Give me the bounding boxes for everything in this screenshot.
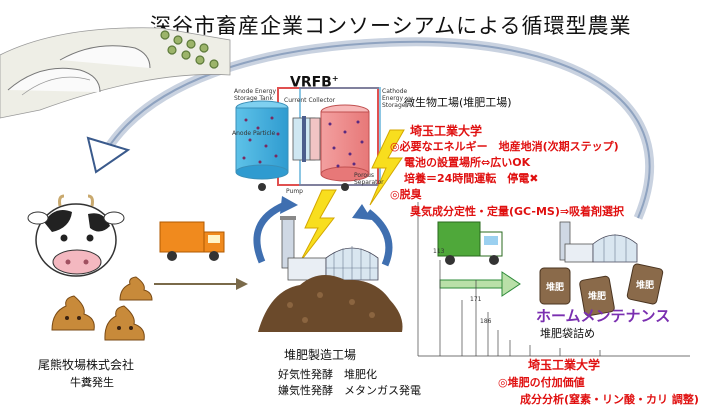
anode-particle-label: Anode Particle	[232, 130, 276, 137]
compost-plant-line-2: 嫌気性発酵 メタンガス発電	[278, 384, 421, 397]
cycle-arrow-right-icon	[365, 209, 393, 267]
lightning-bolt-icon	[299, 189, 337, 263]
bagging-factory-illustration	[559, 221, 638, 263]
saitama-top-line-4: ◎脱臭	[390, 188, 422, 201]
separator-label: Porous Separator	[354, 172, 384, 186]
compost-factory-illustration	[280, 216, 379, 281]
ms-peak-label-3: 186	[480, 318, 492, 325]
circulation-arc	[86, 37, 655, 220]
orange-truck-icon	[159, 221, 225, 261]
green-flow-arrow-icon	[439, 279, 505, 289]
farm-sub-label: 牛糞発生	[70, 376, 114, 389]
cathode-tank-label: Cathode Energy Storage	[382, 88, 408, 109]
farm-field-sketch	[0, 27, 231, 119]
saitama-university-top-label: 埼玉工業大学	[410, 124, 483, 138]
compost-bagging-label: 堆肥袋詰め	[540, 327, 595, 340]
microbe-factory-label: 微生物工場(堆肥工場)	[404, 96, 512, 109]
saitama-bottom-line-1: ◎堆肥の付加価値	[498, 376, 585, 389]
compost-plant-line-1: 好気性発酵 堆肥化	[278, 368, 377, 381]
saitama-university-bottom-label: 埼玉工業大学	[528, 358, 601, 372]
compost-pile-illustration	[258, 275, 403, 332]
saitama-bottom-line-2: 成分分析(窒素・リン酸・カリ 調整)	[520, 393, 699, 406]
home-maintenance-label: ホームメンテナンス	[536, 307, 671, 325]
vrfb-diagram	[235, 87, 381, 191]
current-collector-label: Current Collector	[284, 97, 336, 104]
vrfb-superscript: +	[331, 74, 339, 83]
green-truck-icon	[437, 221, 503, 265]
page-title: 深谷市畜産企業コンソーシアムによる循環型農業	[150, 14, 632, 38]
cow-dung-icon	[51, 276, 153, 341]
gcms-spectrum-chart	[417, 202, 690, 357]
pump-label: Pump	[286, 188, 303, 195]
cycle-arrow-left-icon	[253, 201, 287, 264]
compost-bag-label-2: 堆肥	[588, 292, 607, 302]
saitama-top-line-5: 臭気成分定性・定量(GC-MS)⇒吸着剤選択	[410, 205, 625, 218]
compost-plant-label: 堆肥製造工場	[284, 348, 357, 362]
ms-peak-label-1: 113	[433, 248, 445, 255]
saitama-top-line-2: 電池の設置場所⇔広いOK	[404, 156, 531, 169]
compost-bag-icon	[539, 263, 664, 317]
vrfb-label-text: VRFB	[290, 74, 332, 91]
ms-peak-label-2: 171	[470, 296, 482, 303]
compost-bag-label-1: 堆肥	[546, 283, 565, 293]
saitama-top-line-3: 培養＝24時間運転 停電✖	[404, 172, 539, 185]
compost-bag-label-3: 堆肥	[636, 281, 655, 291]
cow-illustration	[27, 194, 125, 277]
arc-arrow-head-icon	[86, 136, 131, 174]
lightning-bolt-icon	[369, 129, 405, 206]
farm-name-label: 尾熊牧場株式会社	[38, 358, 135, 372]
anode-tank-label: Anode Energy Storage Tank	[234, 88, 276, 102]
saitama-top-line-1: ◎必要なエネルギー 地産地消(次期ステップ)	[390, 140, 619, 153]
vrfb-label: VRFB+	[290, 74, 339, 91]
